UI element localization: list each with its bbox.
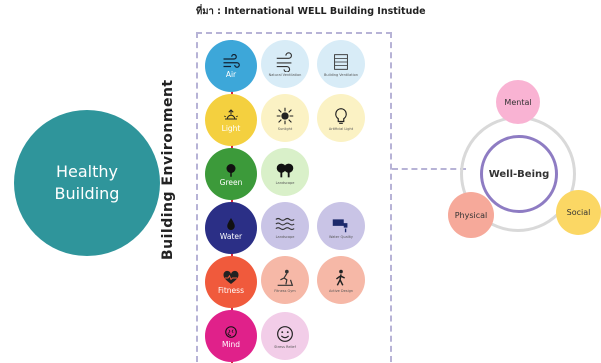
sub-caption: Artificial Light <box>328 126 354 131</box>
source-caption: ที่มา : International WELL Building Inst… <box>196 6 426 17</box>
filter-icon <box>334 53 348 70</box>
physical-label: Physical <box>454 210 488 220</box>
sub-caption: Fitness Gym <box>274 288 296 293</box>
category-label: Mind <box>221 339 241 349</box>
category-label: Fitness <box>218 285 244 295</box>
category-water: Water <box>205 202 257 254</box>
category-air: Air <box>205 40 257 92</box>
wind-icon <box>223 53 240 68</box>
sub-landscape-water: Landscape <box>261 202 309 250</box>
mental-label: Mental <box>504 97 532 107</box>
sub-landscape-green: Landscape <box>261 148 309 196</box>
sub-stress-relief: Stress Relief <box>261 312 309 360</box>
brain-icon <box>225 325 237 338</box>
smile-icon <box>277 325 293 342</box>
social-label: Social <box>566 208 591 217</box>
connector-line <box>392 168 466 170</box>
bulb-icon <box>335 107 347 124</box>
sub-caption: Landscape <box>275 234 295 239</box>
sub-fitness-gym: Fitness Gym <box>261 256 309 304</box>
sunrise-icon <box>224 108 238 119</box>
category-label: Air <box>225 69 237 79</box>
category-fitness: Fitness <box>205 256 257 308</box>
waves-icon <box>275 217 295 230</box>
category-green: Green <box>205 148 257 200</box>
sub-caption: Sunlight <box>277 126 293 131</box>
trees-icon <box>276 163 294 177</box>
tree-icon <box>226 163 236 177</box>
mental-circle: Mental <box>496 80 540 124</box>
walker-icon <box>335 269 345 286</box>
category-mind: Mind <box>205 310 257 362</box>
faucet-icon <box>332 218 348 232</box>
sub-caption: Water Quality <box>329 234 353 239</box>
healthy-building-label: Healthy Building <box>54 162 120 203</box>
sub-natural-ventilation: Natural Ventilation <box>261 40 309 88</box>
healthy-building-circle: Healthy Building <box>14 110 160 256</box>
sub-caption: Natural Ventilation <box>268 72 302 77</box>
treadmill-icon <box>277 269 294 286</box>
social-circle: Social <box>556 190 601 235</box>
sun-icon <box>276 107 294 124</box>
building-environment-label: Building Environment <box>160 79 176 260</box>
physical-circle: Physical <box>448 192 494 238</box>
heart-pulse-icon <box>223 270 239 284</box>
building-environment-frame <box>196 32 392 362</box>
sub-caption: Building Ventilation <box>324 72 358 77</box>
sub-caption: Stress Relief <box>274 344 296 349</box>
sub-active-design: Active Design <box>317 256 365 304</box>
drop-icon <box>227 217 235 230</box>
sub-water-quality: Water Quality <box>317 202 365 250</box>
sub-caption: Active Design <box>328 288 354 293</box>
sub-caption: Landscape <box>275 180 295 185</box>
sub-artificial-light: Artificial Light <box>317 94 365 142</box>
well-being-circle: Well-Being <box>480 135 558 213</box>
category-label: Light <box>221 123 241 133</box>
sub-sunlight: Sunlight <box>261 94 309 142</box>
breeze-icon <box>276 51 292 72</box>
category-label: Green <box>219 177 243 187</box>
category-label: Water <box>219 231 243 241</box>
category-spine-line <box>231 40 233 363</box>
well-being-label: Well-Being <box>488 168 550 180</box>
sub-building-ventilation: Building Ventilation <box>317 40 365 88</box>
category-light: Light <box>205 94 257 146</box>
